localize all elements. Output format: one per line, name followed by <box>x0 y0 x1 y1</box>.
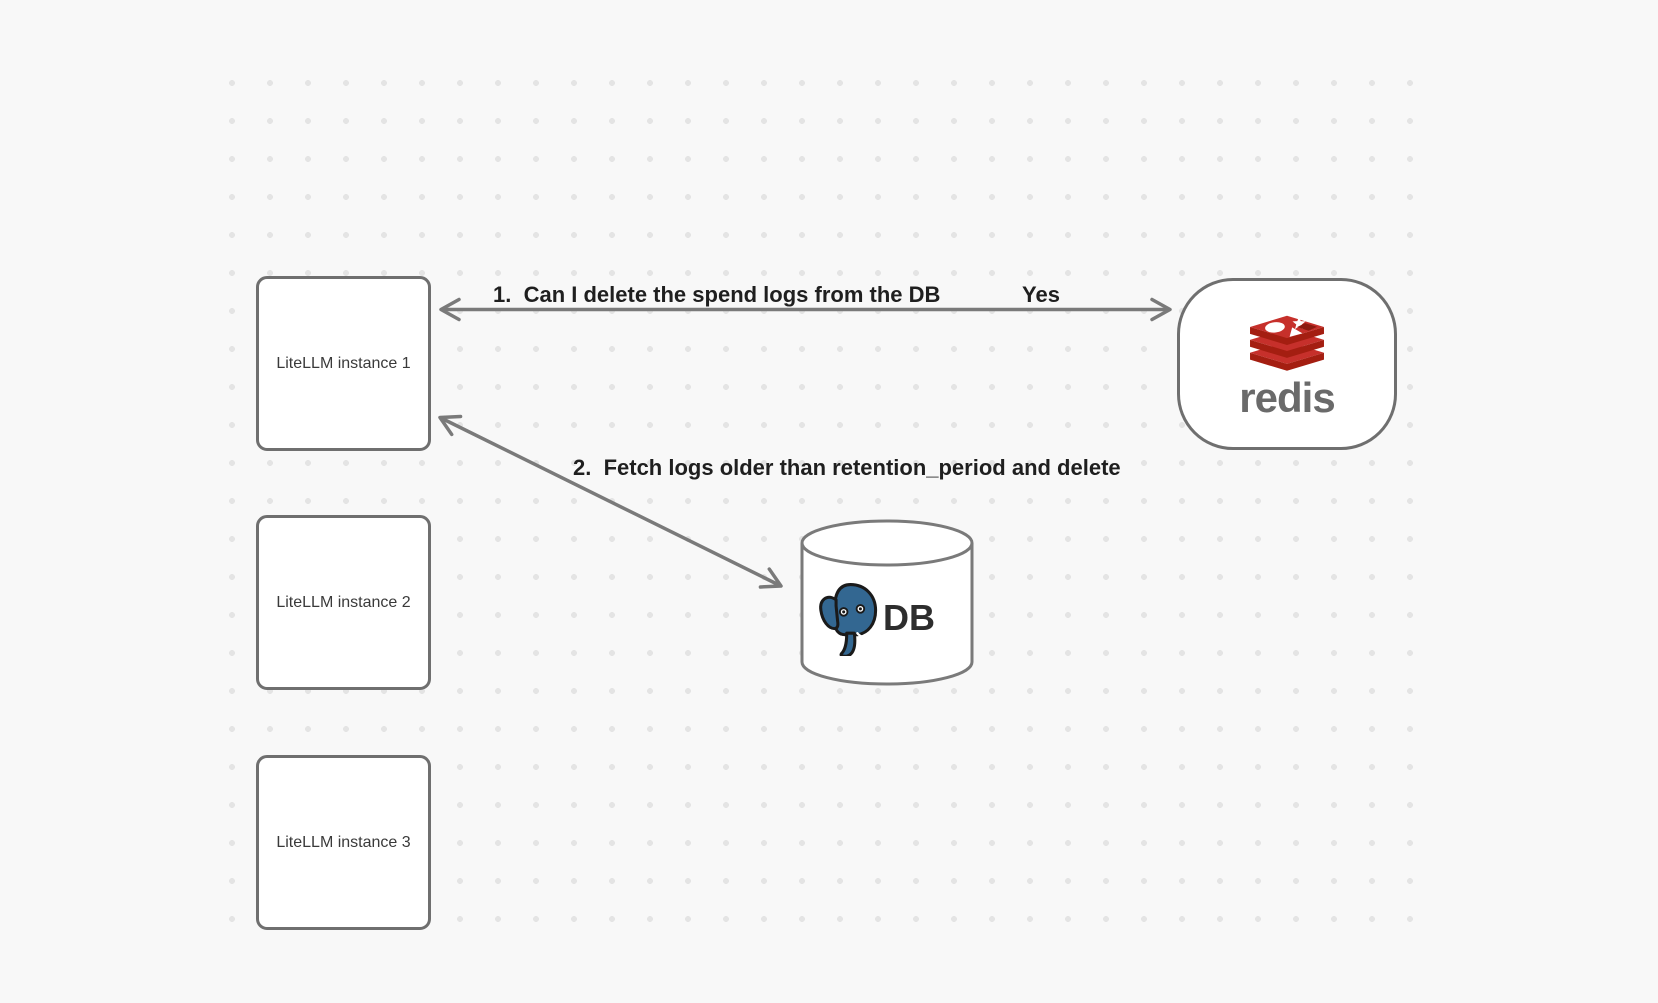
node-label: LiteLLM instance 1 <box>276 354 411 372</box>
node-redis: redis <box>1177 278 1397 450</box>
node-label: LiteLLM instance 2 <box>276 593 411 611</box>
redis-logo-icon <box>1250 315 1324 371</box>
arrow-2-label: 2. Fetch logs older than retention_perio… <box>573 455 1121 480</box>
redis-wordmark: redis <box>1239 374 1335 421</box>
node-label: LiteLLM instance 3 <box>276 833 411 851</box>
node-litellm-instance-3: LiteLLM instance 3 <box>256 755 431 930</box>
node-litellm-instance-1: LiteLLM instance 1 <box>256 276 431 451</box>
node-litellm-instance-2: LiteLLM instance 2 <box>256 515 431 690</box>
node-db-cylinder: DB <box>799 518 975 687</box>
db-label: DB <box>883 597 935 638</box>
arrow-1-response-label: Yes <box>1022 282 1060 307</box>
postgresql-logo-icon <box>819 583 878 656</box>
arrow-1-label: 1. Can I delete the spend logs from the … <box>493 282 941 307</box>
